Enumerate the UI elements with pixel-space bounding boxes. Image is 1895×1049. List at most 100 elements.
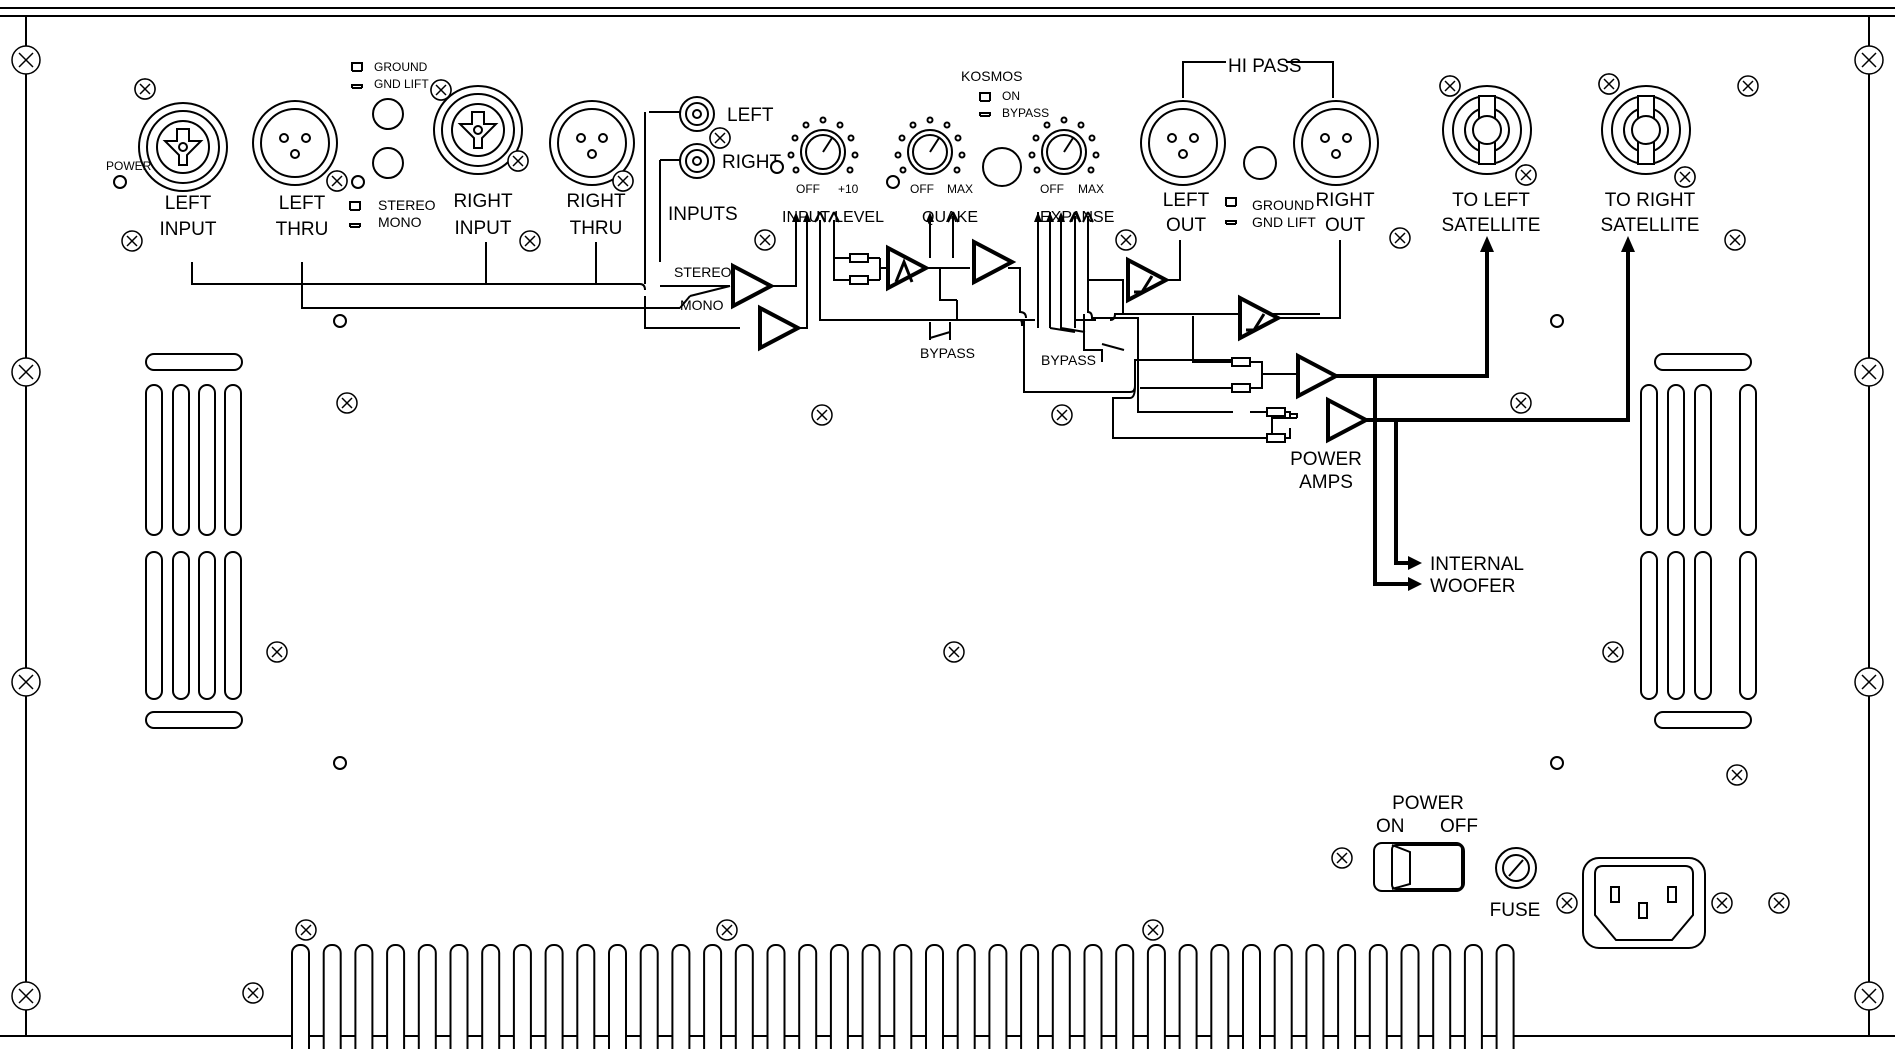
rack-screw-icon xyxy=(1854,357,1884,387)
heatsink-fin xyxy=(576,944,596,1049)
rca-right-label: RIGHT xyxy=(722,152,782,173)
hi-pass-bracket xyxy=(1182,61,1334,98)
left-input-label-2: INPUT xyxy=(160,219,217,240)
quake-knob-icon[interactable] xyxy=(894,116,966,175)
stereo-label: STEREO xyxy=(378,197,436,213)
left-thru-xlr-jack-icon[interactable] xyxy=(252,100,338,186)
input-level-plus10: +10 xyxy=(838,182,859,196)
kosmos-bypass-switch[interactable] xyxy=(982,147,1022,187)
signal-flow-wiring: STEREO MONO BYPASS BYPASS xyxy=(191,111,1341,439)
quake-off: OFF xyxy=(910,182,934,196)
right-thru-label-1: RIGHT xyxy=(566,191,626,212)
stereo-led-icon xyxy=(351,175,365,189)
left-input-combo-jack-icon[interactable] xyxy=(138,102,228,192)
inputs-label: INPUTS xyxy=(668,204,738,225)
heatsink-fin xyxy=(1178,944,1198,1049)
quake-amplifier-icon xyxy=(972,240,1014,284)
mono-label: MONO xyxy=(378,214,422,230)
heatsink-fin xyxy=(1432,944,1452,1049)
stereo-button-pushed-icon xyxy=(349,201,361,211)
bypass-quake-label: BYPASS xyxy=(920,345,975,361)
heatsink-fin xyxy=(829,944,849,1049)
heatsink-fin xyxy=(1020,944,1040,1049)
kosmos-bypass-label: BYPASS xyxy=(1002,106,1049,120)
power-switch-label: POWER xyxy=(1392,793,1464,814)
right-thru-label-2: THRU xyxy=(570,218,623,239)
rack-screw-icon xyxy=(11,981,41,1011)
rocker-switch-icon xyxy=(1391,844,1463,890)
heatsink-fin xyxy=(1337,944,1357,1049)
heatsink-fin xyxy=(1305,944,1325,1049)
vent-slots-left xyxy=(145,353,243,729)
left-power-amp-icon xyxy=(1296,354,1338,398)
expanse-max: MAX xyxy=(1078,182,1104,196)
internal-woofer-label-1: INTERNAL xyxy=(1430,554,1524,575)
mono-amplifier-icon xyxy=(758,306,800,350)
left-thru-label-2: THRU xyxy=(276,219,329,240)
heatsink-fin xyxy=(1400,944,1420,1049)
stereo-mono-switch[interactable] xyxy=(372,147,404,179)
heatsink-fin xyxy=(988,944,1008,1049)
rack-screw-icon xyxy=(11,357,41,387)
heatsink-fin xyxy=(639,944,659,1049)
right-satellite-speakon-jack-icon[interactable] xyxy=(1601,85,1691,175)
heatsink-fin xyxy=(1146,944,1166,1049)
heatsink-fin xyxy=(322,944,342,1049)
mono-button-icon xyxy=(349,223,361,228)
heatsink-fin xyxy=(734,944,754,1049)
heatsink-fin xyxy=(766,944,786,1049)
left-satellite-speakon-jack-icon[interactable] xyxy=(1442,85,1532,175)
input-level-knob-icon[interactable] xyxy=(787,116,859,175)
ground-button-pushed-icon xyxy=(351,62,363,72)
heatsink-fins xyxy=(291,944,1515,1049)
power-led-icon xyxy=(113,175,127,189)
heatsink-fin xyxy=(1115,944,1135,1049)
expanse-off: OFF xyxy=(1040,182,1064,196)
expanse-knob-icon[interactable] xyxy=(1028,116,1100,175)
ground-label-top: GROUND xyxy=(374,60,428,74)
internal-woofer-label-2: WOOFER xyxy=(1430,576,1516,597)
heatsink-fin xyxy=(354,944,374,1049)
gnd-lift-label-top: GND LIFT xyxy=(374,77,429,91)
heatsink-fin xyxy=(925,944,944,1049)
bypass-expanse-label: BYPASS xyxy=(1041,352,1096,368)
power-on-label: ON xyxy=(1376,816,1405,837)
hi-pass-label: HI PASS xyxy=(1228,56,1302,77)
rack-screw-icon xyxy=(11,667,41,697)
heatsink-fin xyxy=(1210,944,1230,1049)
mounting-holes xyxy=(333,314,1564,770)
quake-led-icon xyxy=(886,175,900,189)
heatsink-fin xyxy=(1242,944,1261,1049)
output-ground-lift-switch[interactable] xyxy=(1243,146,1277,180)
ground-lift-switch[interactable] xyxy=(372,98,404,130)
heatsink-fin xyxy=(291,944,310,1049)
quake-max: MAX xyxy=(947,182,973,196)
power-amps-label-2: AMPS xyxy=(1299,472,1353,493)
left-out-xlr-jack-icon[interactable] xyxy=(1140,100,1226,186)
output-gnd-lift-button-icon xyxy=(1225,220,1237,225)
to-left-satellite-label-1: TO LEFT xyxy=(1452,190,1530,211)
kosmos-bypass-button-icon xyxy=(979,112,991,117)
speaker-output-wiring xyxy=(1336,236,1635,591)
right-input-label-1: RIGHT xyxy=(453,191,513,212)
heatsink-fin xyxy=(544,944,564,1049)
gnd-lift-button-icon xyxy=(351,84,363,89)
heatsink-fin xyxy=(703,944,723,1049)
heatsink-fin xyxy=(671,944,691,1049)
kosmos-on-button-icon xyxy=(979,92,991,102)
rack-screw-icon xyxy=(1854,45,1884,75)
heatsink-fin xyxy=(1051,944,1071,1049)
heatsink-fin xyxy=(481,944,501,1049)
right-out-label-1: RIGHT xyxy=(1315,190,1375,211)
right-out-xlr-jack-icon[interactable] xyxy=(1293,100,1379,186)
stereo-path-label: STEREO xyxy=(674,264,732,280)
power-led-label: POWER xyxy=(106,159,152,173)
heatsink-fin xyxy=(608,944,627,1049)
heatsink-fin xyxy=(512,944,532,1049)
kosmos-label: KOSMOS xyxy=(961,68,1022,84)
output-ground-button-icon xyxy=(1225,197,1237,207)
right-input-label-2: INPUT xyxy=(455,218,512,239)
right-hipass-amplifier-icon xyxy=(1238,296,1280,340)
power-amps-label-1: POWER xyxy=(1290,449,1362,470)
